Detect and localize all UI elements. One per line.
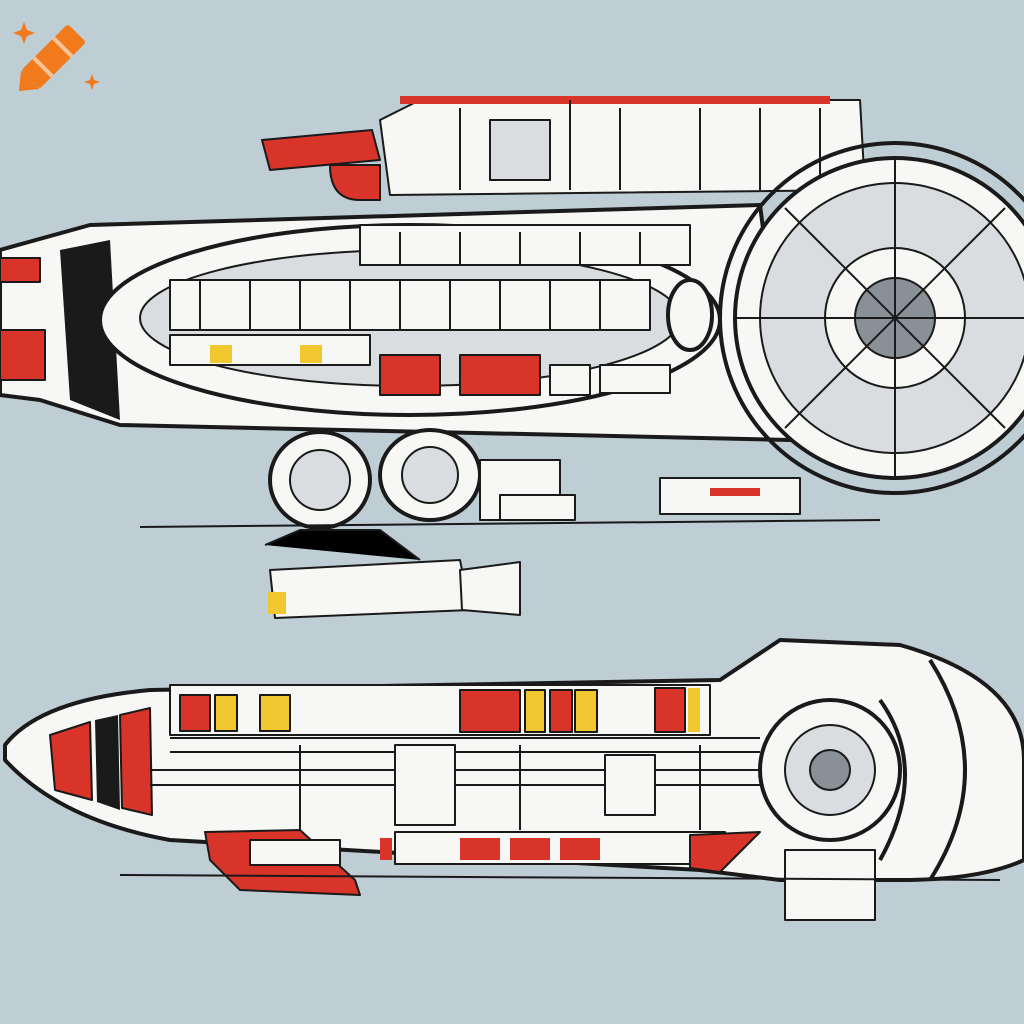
- upper-ship-cannon: [264, 529, 521, 619]
- upper-ship: [0, 96, 1024, 619]
- upper-ship-engine-pods: [139, 428, 881, 530]
- upper-ship-turbine-ring: [718, 141, 1024, 495]
- lower-ship-upper-deck: [169, 684, 760, 753]
- lower-ship-rear-thruster: [204, 829, 361, 896]
- upper-ship-fuselage: [0, 203, 792, 442]
- lower-ship-hull-panels: [150, 744, 780, 830]
- crayon-icon: [13, 22, 100, 92]
- lower-ship-lower-deck: [380, 831, 761, 873]
- upper-ship-top-module: [379, 96, 866, 196]
- upper-ship-exhaust-pipe: [261, 129, 381, 201]
- lower-ship-rotor: [119, 658, 1001, 921]
- lower-ship: [3, 638, 1024, 921]
